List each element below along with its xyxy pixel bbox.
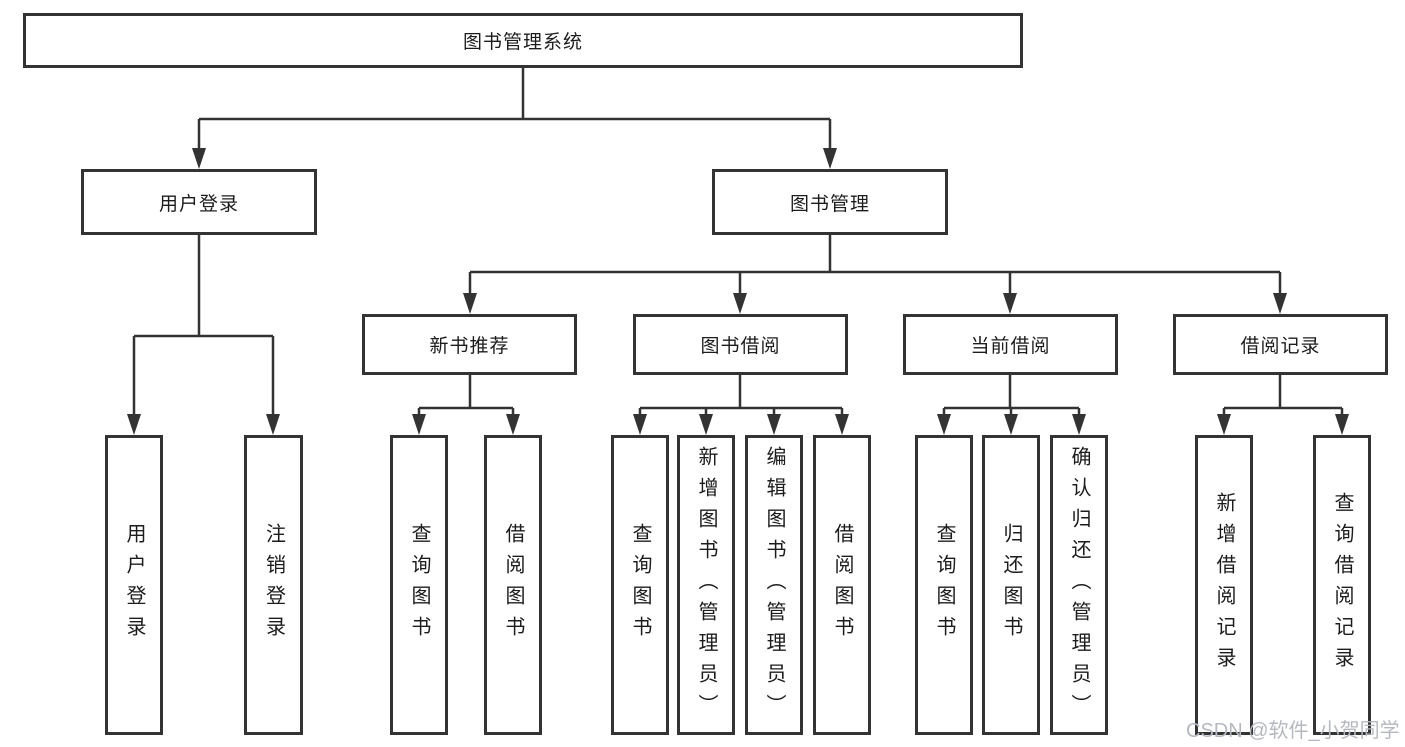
leaf-edit-books-admin-label: 编辑图书（管理员） xyxy=(763,445,785,725)
leaf-return-books: 归还图书 xyxy=(982,435,1040,735)
node-book-management: 图书管理 xyxy=(712,169,948,235)
leaf-query-books-3-label: 查询图书 xyxy=(933,523,955,647)
leaf-borrow-books-1: 借阅图书 xyxy=(484,435,542,735)
leaf-user-login: 用户登录 xyxy=(105,435,163,735)
leaf-borrow-books-2-label: 借阅图书 xyxy=(831,523,853,647)
leaf-add-books-admin-label: 新增图书（管理员） xyxy=(695,445,717,725)
csdn-watermark: CSDN @软件_小贺同学 xyxy=(1186,720,1400,742)
leaf-query-books-1: 查询图书 xyxy=(390,435,448,735)
node-book-borrow-label: 图书借阅 xyxy=(700,336,781,357)
leaf-add-borrow-record: 新增借阅记录 xyxy=(1195,435,1253,735)
leaf-query-borrow-record-label: 查询借阅记录 xyxy=(1331,492,1353,678)
connector-mgmt-sections xyxy=(468,235,1282,297)
connector-login-group xyxy=(132,235,275,418)
node-root-label: 图书管理系统 xyxy=(462,32,583,53)
leaf-borrow-books-2: 借阅图书 xyxy=(813,435,871,735)
leaf-logout: 注销登录 xyxy=(244,435,303,735)
node-book-borrow: 图书借阅 xyxy=(633,314,848,375)
leaf-borrow-books-1-label: 借阅图书 xyxy=(502,523,524,647)
leaf-add-books-admin: 新增图书（管理员） xyxy=(677,435,735,735)
leaf-query-borrow-record: 查询借阅记录 xyxy=(1313,435,1371,735)
leaf-user-login-label: 用户登录 xyxy=(123,523,145,647)
leaf-confirm-return-admin-label: 确认归还（管理员） xyxy=(1068,445,1090,725)
leaf-query-books-3: 查询图书 xyxy=(915,435,973,735)
node-root-system: 图书管理系统 xyxy=(23,13,1023,68)
node-book-management-label: 图书管理 xyxy=(789,193,870,215)
connector-section-3 xyxy=(942,375,1081,418)
leaf-query-books-2-label: 查询图书 xyxy=(629,523,651,647)
leaf-confirm-return-admin: 确认归还（管理员） xyxy=(1050,435,1108,735)
connector-section-4 xyxy=(1222,375,1344,418)
connector-root xyxy=(197,68,832,152)
node-borrow-records: 借阅记录 xyxy=(1173,314,1388,375)
leaf-logout-label: 注销登录 xyxy=(262,523,285,647)
leaf-return-books-label: 归还图书 xyxy=(1000,523,1022,647)
node-new-book-recommend-label: 新书推荐 xyxy=(429,336,510,357)
node-new-book-recommend: 新书推荐 xyxy=(362,314,577,375)
leaf-add-borrow-record-label: 新增借阅记录 xyxy=(1213,492,1235,678)
node-user-login-label: 用户登录 xyxy=(158,193,239,215)
node-borrow-records-label: 借阅记录 xyxy=(1240,336,1321,357)
connector-section-1 xyxy=(417,375,515,418)
connector-section-2 xyxy=(638,375,844,418)
leaf-edit-books-admin: 编辑图书（管理员） xyxy=(745,435,803,735)
node-current-borrow-label: 当前借阅 xyxy=(970,336,1051,357)
leaf-query-books-2: 查询图书 xyxy=(611,435,669,735)
node-current-borrow: 当前借阅 xyxy=(903,314,1118,375)
node-user-login: 用户登录 xyxy=(81,169,317,235)
leaf-query-books-1-label: 查询图书 xyxy=(408,523,430,647)
